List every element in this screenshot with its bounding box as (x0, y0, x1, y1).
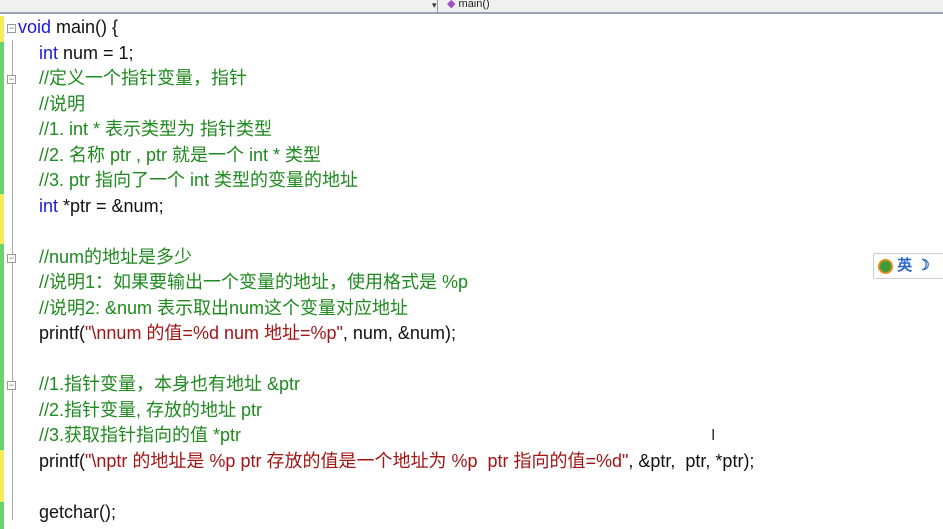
code-text: main() { (51, 17, 119, 37)
code-line[interactable]: getchar(); (0, 500, 754, 526)
comment: //定义一个指针变量，指针 (39, 68, 248, 88)
code-line[interactable] (0, 347, 754, 373)
keyword: int (39, 195, 59, 216)
comment: //说明2: &num 表示取出num这个变量对应地址 (39, 297, 409, 318)
ime-logo-icon (878, 258, 893, 274)
code-text: printf( (39, 323, 86, 343)
string-literal: "\nptr 的地址是 %p ptr 存放的值是一个地址为 %p ptr 指向的… (85, 450, 629, 471)
comment: //3.获取指针指向的值 *ptr (39, 425, 242, 445)
code-line[interactable]: //说明2: &num 表示取出num这个变量对应地址 (0, 296, 754, 322)
code-text: getchar(); (39, 501, 117, 522)
comment: //3. ptr 指向了一个 int 类型的变量的地址 (39, 170, 359, 190)
text-cursor-icon: I (711, 427, 716, 444)
code-line[interactable]: //3.获取指针指向的值 *ptr (0, 423, 754, 449)
comment: //2. 名称 ptr , ptr 就是一个 int * 类型 (39, 144, 322, 165)
code-line[interactable]: //num的地址是多少 (0, 245, 754, 271)
fold-guide (12, 40, 13, 520)
code-text: , num, &num); (342, 323, 456, 343)
dropdown-arrow-icon[interactable]: ▾ (432, 0, 437, 10)
comment: //num的地址是多少 (39, 246, 193, 267)
code-text: *ptr = &num; (58, 195, 164, 216)
code-text: num = 1; (58, 42, 134, 63)
code-editor[interactable]: void main() {int num = 1;//定义一个指针变量，指针//… (0, 15, 754, 525)
divider (437, 0, 438, 14)
code-line[interactable]: int num = 1; (0, 41, 754, 67)
comment: //1. int * 表示类型为 指针类型 (39, 119, 273, 139)
code-line[interactable]: //定义一个指针变量，指针 (0, 66, 754, 92)
ime-indicator[interactable]: 英 ☽ (873, 253, 943, 279)
comment: //说明 (39, 93, 86, 114)
code-line[interactable] (0, 219, 754, 245)
keyword: int (39, 42, 59, 63)
string-literal: "\nnum 的值=%d num 地址=%p" (85, 323, 343, 343)
code-line[interactable] (0, 474, 754, 500)
method-icon: ◆ (447, 0, 456, 10)
comment: //说明1：如果要输出一个变量的地址，使用格式是 %p (39, 272, 469, 292)
code-line[interactable]: printf("\nptr 的地址是 %p ptr 存放的值是一个地址为 %p … (0, 449, 754, 475)
comment: //1.指针变量，本身也有地址 &ptr (39, 374, 301, 394)
change-indicator-modified (0, 194, 4, 244)
code-line[interactable]: //说明 (0, 92, 754, 118)
code-line[interactable]: //说明1：如果要输出一个变量的地址，使用格式是 %p (0, 270, 754, 296)
ime-language-label: 英 (897, 257, 913, 274)
change-indicator-modified (0, 16, 4, 42)
fold-toggle-icon[interactable]: − (7, 74, 16, 84)
code-text: printf( (39, 450, 86, 471)
function-dropdown[interactable]: ◆ main() (447, 0, 490, 10)
code-text: , &ptr, ptr, *ptr); (628, 450, 755, 471)
moon-icon: ☽ (916, 257, 930, 274)
code-line[interactable]: //3. ptr 指向了一个 int 类型的变量的地址 (0, 168, 754, 194)
code-line[interactable]: //2. 名称 ptr , ptr 就是一个 int * 类型 (0, 143, 754, 169)
code-line[interactable]: //2.指针变量, 存放的地址 ptr (0, 398, 754, 424)
navigation-bar: ▾ ◆ main() (0, 0, 943, 14)
code-line[interactable]: //1.指针变量，本身也有地址 &ptr (0, 372, 754, 398)
change-indicator-modified (0, 450, 4, 502)
code-line[interactable]: //1. int * 表示类型为 指针类型 (0, 117, 754, 143)
comment: //2.指针变量, 存放的地址 ptr (39, 399, 263, 420)
keyword: void (18, 17, 52, 37)
fold-toggle-icon[interactable]: − (7, 253, 16, 263)
change-indicator-bar (0, 16, 4, 529)
fold-toggle-icon[interactable]: − (7, 23, 16, 33)
code-line[interactable]: void main() { (0, 15, 754, 41)
code-line[interactable]: int *ptr = &num; (0, 194, 754, 220)
code-line[interactable]: printf("\nnum 的值=%d num 地址=%p", num, &nu… (0, 321, 754, 347)
fold-toggle-icon[interactable]: − (7, 380, 16, 390)
